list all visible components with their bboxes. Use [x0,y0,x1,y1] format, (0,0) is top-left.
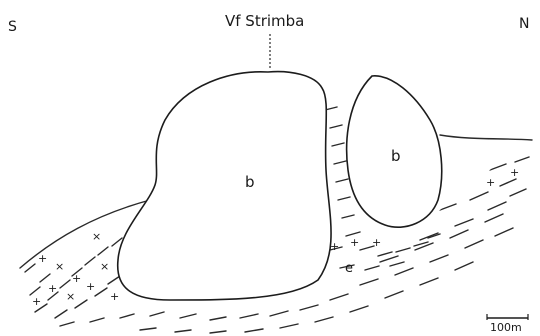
host-rock-right-boundary [440,135,532,140]
svg-text:×: × [100,260,109,273]
svg-text:+: + [72,272,81,285]
svg-text:+: + [48,282,57,295]
secondary-body-label: b [391,147,401,165]
main-body-label: b [245,173,255,191]
svg-text:+: + [38,252,47,265]
scale-bar: 100m [487,314,528,334]
svg-text:+: + [110,290,119,303]
svg-text:×: × [66,290,75,303]
svg-text:+: + [32,295,41,308]
svg-text:+: + [350,236,359,249]
svg-text:×: × [55,260,64,273]
orientation-north-label: N [519,16,529,32]
scale-bar-label: 100m [490,321,522,334]
main-body-outline [118,72,331,300]
svg-text:+: + [86,280,95,293]
peak-label: Vf Strimba [225,12,304,30]
svg-text:+: + [372,236,381,249]
cross-symbols: + × + + × + × + + × [32,230,119,308]
svg-text:+: + [510,166,519,179]
host-rock-label: e [345,261,353,276]
orientation-south-label: S [8,19,17,35]
svg-text:+: + [486,176,495,189]
svg-text:×: × [92,230,101,243]
